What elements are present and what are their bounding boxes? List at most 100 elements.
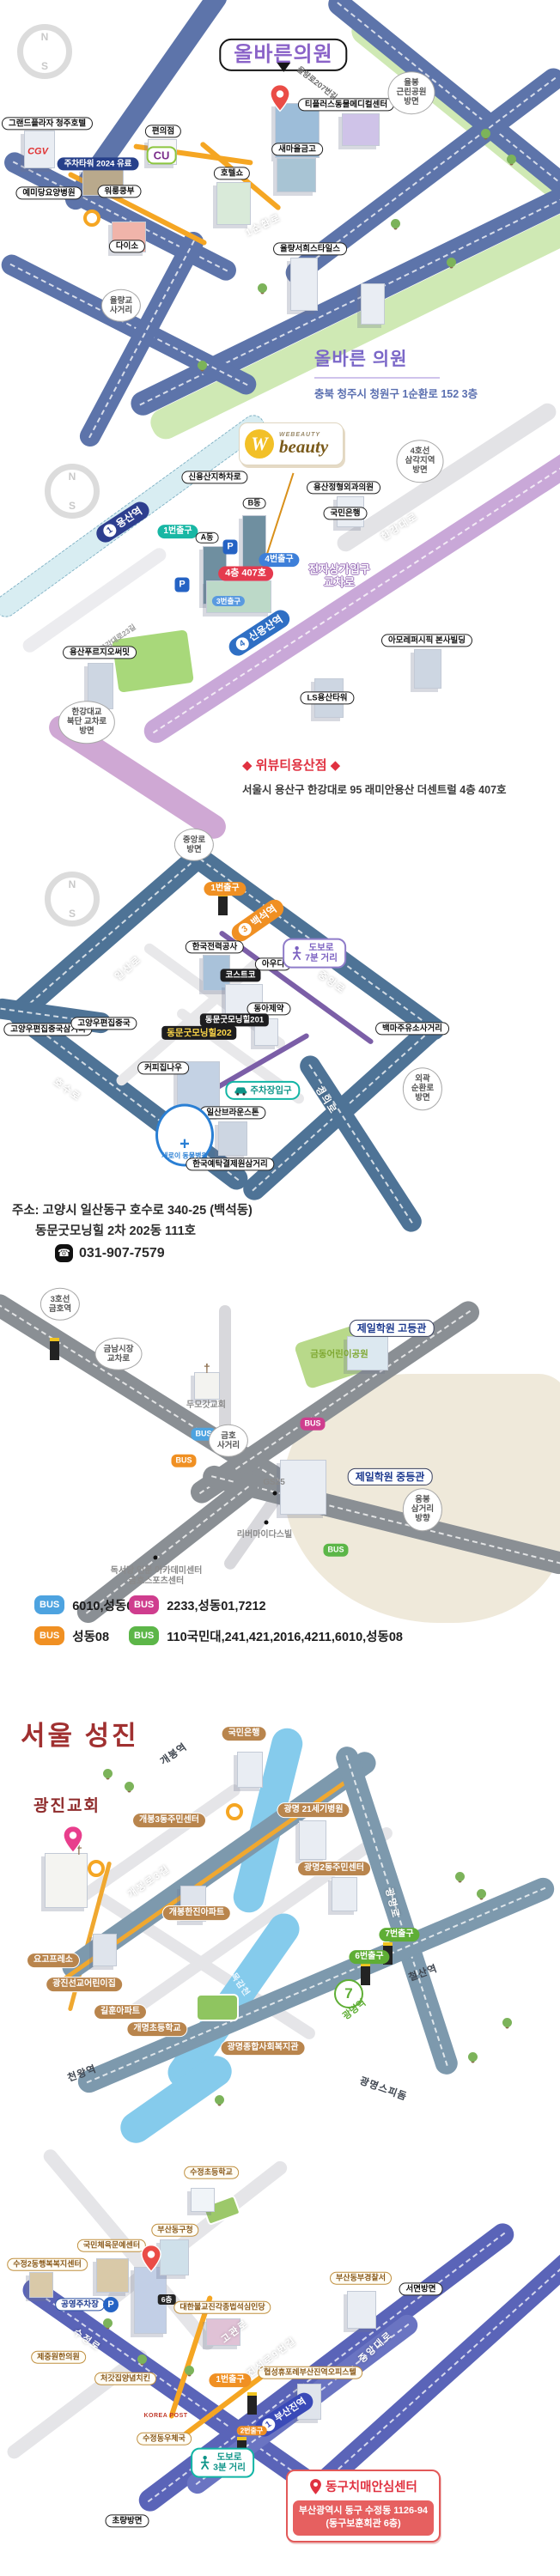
tree-icon	[477, 1889, 486, 1899]
park-green	[112, 629, 194, 693]
subway-exit-pillar	[50, 1338, 59, 1360]
map-label: 동문굿모닝힐202	[161, 1025, 237, 1041]
map-label: A동	[195, 532, 219, 544]
building-district-office	[160, 2239, 189, 2275]
map-label: 서면방면	[399, 2282, 443, 2296]
map-label: 개봉3동주민센터	[132, 1813, 206, 1828]
building	[361, 283, 385, 325]
webeauty-wordmark-small: WEBEAUTY	[279, 432, 321, 438]
map-label: 동문굿모닝힐201	[199, 1013, 270, 1027]
building-gwangjin-church	[45, 1853, 88, 1908]
map-label: 초량방면	[105, 2514, 149, 2528]
gwangjin-church-title: 광진교회	[33, 1796, 100, 1815]
map2-caption: ◆ 위뷰티용산점 ◆ 서울시 용산구 한강대로 95 래미안용산 더센트럴 4층…	[242, 756, 507, 797]
map-label: 일산브라운스톤	[199, 1106, 266, 1120]
map-label: 4번출구	[259, 553, 300, 567]
parking-icon: P	[103, 2297, 119, 2312]
building-church	[194, 1372, 220, 1400]
map-label: 처갓집양념치킨	[94, 2372, 156, 2385]
route-end-marker	[83, 210, 100, 227]
map1-location-pin	[269, 83, 291, 112]
building	[24, 131, 55, 168]
map-label: 그랜드플라자 청주호텔	[1, 117, 94, 131]
map-label: 1번출구	[209, 2373, 252, 2387]
map-label: 새마을금고	[271, 143, 323, 156]
tree-icon	[507, 155, 516, 164]
map-label: 광진선교어린이집	[46, 1977, 123, 1992]
subway-exit-pillar	[247, 2392, 257, 2415]
tree-icon	[103, 1769, 113, 1778]
map3-phone-number: 031-907-7579	[79, 1245, 165, 1261]
map-label: 광명종합사회복지관	[220, 2040, 306, 2056]
map-label: 2번출구	[236, 2426, 267, 2436]
map-label: 티플러스동물메디컬센터	[297, 98, 395, 112]
bus-stop-orange: BUS	[171, 1454, 197, 1467]
map-label: 호수로	[52, 1077, 83, 1104]
building	[93, 1934, 117, 1966]
map-label: 요고프레소	[27, 1953, 80, 1968]
map-label: 국민은행	[323, 507, 368, 520]
parking-entrance: 주차장입구	[225, 1080, 301, 1101]
building-middle-school-hall	[280, 1460, 326, 1515]
map-label: 한국예탁결제원삼거리	[186, 1157, 275, 1171]
tree-icon	[481, 129, 490, 138]
map-label: 리버마이다스빌	[236, 1530, 293, 1540]
street	[219, 1305, 231, 1451]
map-label: 광명2동주민센터	[297, 1861, 371, 1876]
tree-icon	[502, 2018, 512, 2027]
building	[414, 649, 441, 689]
building	[29, 2272, 53, 2298]
bus-badge-pink: BUS	[129, 1595, 160, 1614]
tree-icon	[215, 2095, 224, 2105]
map-label: 두모갓교회	[186, 1400, 226, 1411]
bus-badge-green: BUS	[129, 1626, 160, 1645]
pin-icon	[310, 2478, 322, 2494]
map-label: 고양우편집중국	[70, 1017, 137, 1030]
map-label: 한국전력공사	[185, 940, 245, 954]
map-label: 워룽쿵부	[97, 185, 142, 198]
tree-icon	[468, 2052, 478, 2062]
map-label: 6층	[157, 2293, 176, 2306]
phone-icon: ☎	[55, 1244, 73, 1262]
map5-location-pin	[62, 1825, 84, 1854]
map-label: 아모레퍼시픽 본사빌딩	[380, 634, 473, 647]
map-label: 3번출구	[211, 595, 246, 607]
poi-dot	[272, 1491, 277, 1496]
map-label: 주차타워 2024 유료	[57, 157, 139, 171]
tree-icon	[198, 361, 207, 370]
subway-exit-pillar	[361, 1963, 370, 1985]
map-label: 커피집나우	[137, 1061, 189, 1075]
bus-routes: 110국민대,241,421,2016,4211,6010,성동08	[167, 1630, 403, 1644]
tree-icon	[125, 1782, 134, 1791]
building	[206, 2318, 240, 2346]
map-label: 4층 407호	[218, 566, 273, 581]
tree-icon	[455, 1872, 465, 1881]
bus-routes: 성동08	[72, 1630, 110, 1644]
map1-caption-title: 올바른 의원	[314, 345, 440, 379]
webeauty-logo: W WEBEAUTY beauty	[239, 422, 344, 465]
map-label: 편의점	[144, 125, 182, 138]
saeroi-vet-logo: 새로이 동물병원	[155, 1103, 214, 1167]
map-label: 수정2동행복복지센터	[7, 2257, 88, 2271]
bus-routes: 2233,성동01,7212	[167, 1599, 266, 1613]
route-junction	[226, 1803, 243, 1820]
building	[290, 258, 318, 311]
building-high-school-hall	[347, 1336, 388, 1370]
map2-caption-address: 서울시 용산구 한강대로 95 래미안용산 더센트럴 4층 407호	[242, 784, 507, 796]
parking-icon: P	[222, 539, 238, 555]
tree-icon	[103, 2318, 113, 2328]
map3-address-line1: 주소: 고양시 일산동구 호수로 340-25 (백석동)	[12, 1204, 253, 1218]
map-label: 다이소	[108, 240, 146, 253]
map-label: 국민체육문예센터	[76, 2239, 147, 2252]
building	[237, 1752, 263, 1788]
map-label: 수정동우체국	[137, 2432, 192, 2445]
